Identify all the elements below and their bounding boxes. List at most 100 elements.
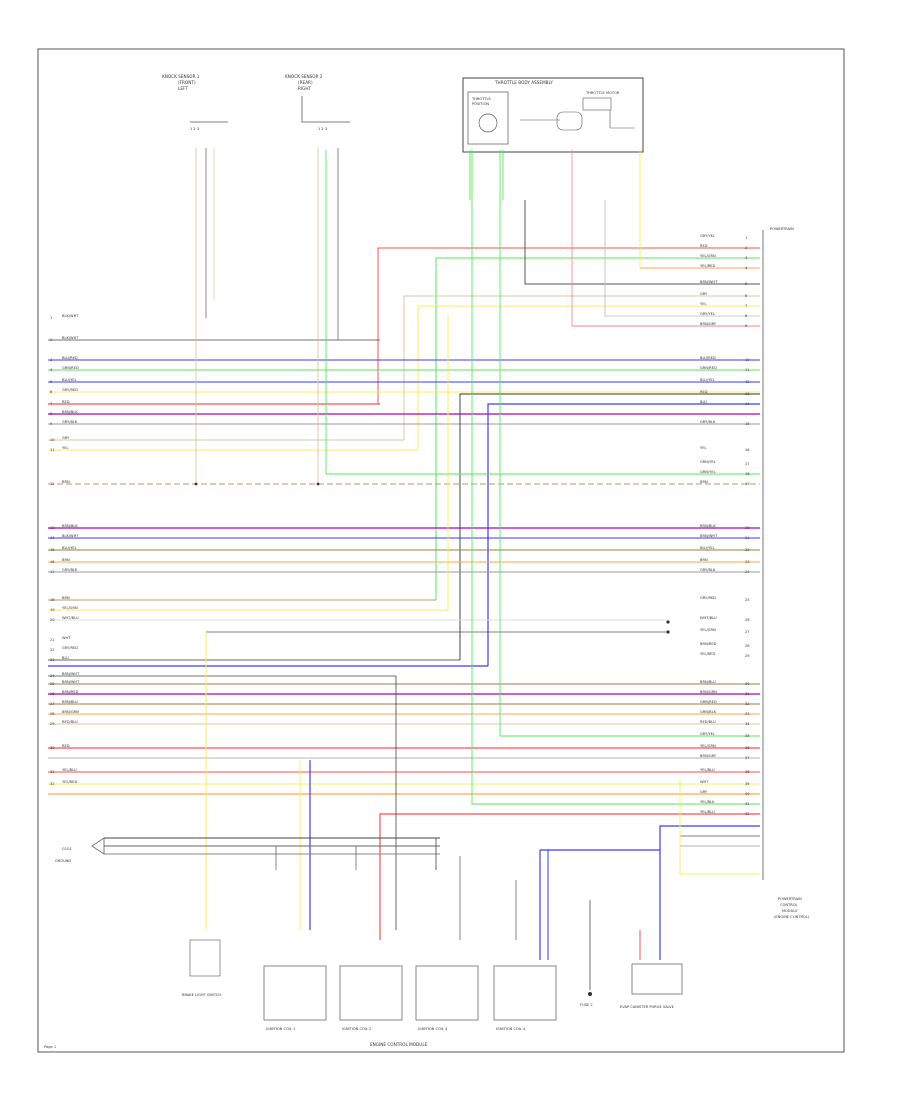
left-wire-label: BRN [62,596,70,600]
left-wire-label: BRN [62,558,70,562]
right-wire-label: RED [700,244,708,248]
left-wire-label: BRN/WHT [62,672,80,676]
svg-text:GROUND: GROUND [55,859,71,863]
right-wire-label: BRN [700,480,708,484]
left-pin-number: 12 [50,482,55,486]
right-wire-label: YEL/BLU [700,768,715,772]
right-wire-label: YEL/GRN [700,254,716,258]
left-pin-number: 19 [50,608,55,612]
left-wire-label: WHT [62,636,71,640]
right-pin-number: 8 [745,314,748,318]
right-pin-number: 11 [745,368,750,372]
right-wire-label: BLU [700,400,707,404]
svg-text:POSITION: POSITION [472,102,489,106]
page-ref: Page 1 [44,1045,56,1049]
right-pin-number: 26 [745,618,750,622]
knock-sensor-1: KNOCK SENSOR 1 (FRONT) LEFT 1 2 3 [162,74,228,131]
right-pin-number: 25 [745,598,750,602]
svg-text:THROTTLE MOTOR: THROTTLE MOTOR [585,91,620,95]
right-wire-label: GRN/RED [700,366,717,370]
left-wire-label: BRN [62,480,70,484]
left-wire-label: GRY/BLK [62,568,78,572]
right-pin-number: 16 [745,448,750,452]
left-wire-label: GRY/RED [62,388,78,392]
left-pin-number: 5 [50,380,52,384]
right-wire-label: WHT [700,780,709,784]
left-pin-number: 3 [50,358,52,362]
right-wire-label: GRN/RED [700,700,717,704]
left-pin-number: 21 [50,638,55,642]
left-pin-number: 25 [50,682,55,686]
right-pin-number: 36 [745,746,750,750]
left-wire-label: RED [62,744,70,748]
left-wire-label: BLU/RED [62,356,78,360]
left-pin-number: 22 [50,648,55,652]
left-pin-number: 14 [50,536,55,540]
splice-points [194,482,670,996]
right-pin-number: 20 [745,526,750,530]
left-wire-label: YEL/GRN [62,606,78,610]
right-pin-number: 15 [745,422,750,426]
right-wire-label: BRN/WHT [700,280,718,284]
left-wire-label: GRN/RED [62,366,79,370]
right-pin-number: 40 [745,792,750,796]
right-pin-number: 17 [745,462,750,466]
left-wire-label: BRN/GRN [62,710,79,714]
right-pin-number: 28 [745,644,750,648]
right-pin-number: 18 [745,472,750,476]
right-pin-number: 10 [745,358,750,362]
right-pin-number: 42 [745,812,750,816]
left-wire-label: BLU/YEL [62,378,77,382]
svg-text:MODULE: MODULE [782,909,798,913]
right-wire-label: WHT/BLU [700,616,717,620]
left-pin-number: 28 [50,712,55,716]
ground-symbol: G101 GROUND [55,837,105,863]
right-pin-number: 7 [745,304,747,308]
right-wire-label: YEL/GRN [700,744,716,748]
left-pin-number: 8 [50,412,53,416]
left-pin-number: 18 [50,598,55,602]
right-wire-label: BRN/GRN [700,690,717,694]
right-pin-number: 5 [745,282,747,286]
right-pin-number: 41 [745,802,750,806]
svg-text:(REAR): (REAR) [298,80,313,85]
left-wire-label: BRN/BLK [62,410,78,414]
right-wire-label: YEL [700,302,706,306]
evap-purge-valve: EVAP CANISTER PURGE VALVE [620,963,683,1009]
left-pin-number: 30 [50,746,55,750]
right-pin-number: 13 [745,392,750,396]
right-pin-number: 4 [745,266,748,270]
left-wire-label: BRN/WHT [62,680,80,684]
svg-text:POWERTRAIN: POWERTRAIN [778,897,802,901]
left-pin-number: 24 [50,674,55,678]
svg-text:(ENGINE CONTROL): (ENGINE CONTROL) [774,915,810,919]
right-wire-label: BRN [700,558,708,562]
right-wire-label: RED [700,390,708,394]
left-pin-number: 16 [50,560,55,564]
right-pin-number: 1 [745,236,747,240]
right-wire-label: BRN/WHT [700,534,718,538]
right-pin-number: 37 [745,756,750,760]
left-pin-number: 23 [50,658,55,662]
right-wire-label: GRY/YEL [700,234,715,238]
right-wire-label: GRY/BLK [700,420,716,424]
left-pin-number: 7 [50,402,52,406]
svg-text:RIGHT: RIGHT [298,86,312,91]
left-pin-number: 13 [50,526,55,530]
svg-text:FUSE 2: FUSE 2 [580,1003,593,1007]
svg-text:LEFT: LEFT [178,86,188,91]
right-pin-number: 34 [745,722,750,726]
right-wire-label: GRN/YEL [700,460,716,464]
right-wire-label: GRN/YEL [700,470,716,474]
left-pin-number: 17 [50,570,55,574]
svg-text:IGNITION COIL 1: IGNITION COIL 1 [266,1027,295,1031]
ignition-coil-1: IGNITION COIL 1 [263,965,327,1031]
right-pin-number: 3 [745,256,747,260]
right-pin-number: 9 [745,324,748,328]
svg-text:IGNITION COIL 4: IGNITION COIL 4 [496,1027,526,1031]
throttle-body-assembly: THROTTLE BODY ASSEMBLY THROTTLE POSITION… [462,77,644,153]
right-wire-label: BRN/GRY [700,754,717,758]
left-pin-number: 29 [50,722,55,726]
right-wire-label: YEL/GRN [700,628,716,632]
